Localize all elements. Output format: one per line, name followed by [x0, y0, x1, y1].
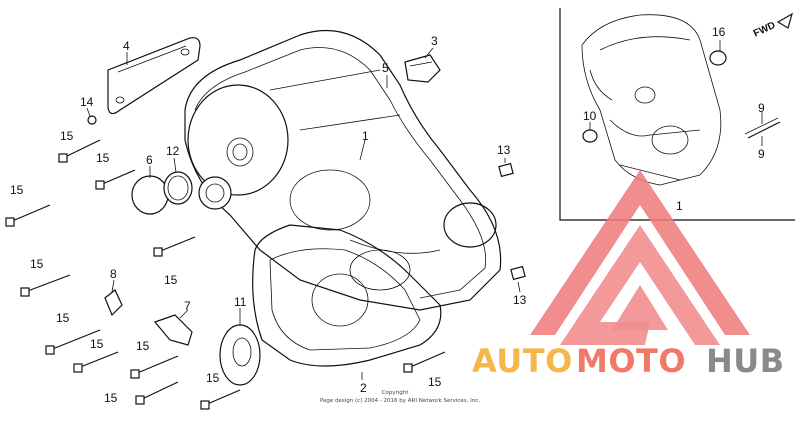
callout-11: 11 [234, 295, 247, 309]
callout-8: 8 [110, 267, 117, 281]
bolts-15 [5, 139, 446, 410]
callout-9-lower: 9 [758, 147, 765, 161]
copyright-line-2: Page design (c) 2004 - 2016 by ARI Netwo… [320, 398, 480, 404]
washer-14 [87, 115, 97, 125]
automotohub-wordmark: AUTO MOTO HUB [472, 342, 785, 380]
callout-6: 6 [146, 153, 153, 167]
bracket-3 [404, 54, 441, 83]
cap-6 [131, 175, 169, 215]
inset-detail [559, 8, 795, 221]
svg-text:AUTO: AUTO [472, 342, 573, 380]
callout-15c: 15 [10, 183, 24, 197]
seal-10 [582, 129, 598, 143]
callout-1: 1 [676, 199, 683, 213]
callout-15k: 15 [428, 375, 442, 389]
callout-9-upper: 9 [758, 101, 765, 115]
automotohub-logo [530, 170, 750, 345]
pin-9 [747, 121, 781, 139]
clip-8 [104, 289, 123, 317]
callout-10: 10 [583, 109, 597, 123]
dowel-13-upper [498, 162, 514, 178]
fwd-arrow: FWD [752, 12, 793, 40]
callout-2: 2 [360, 381, 367, 395]
callout-3: 3 [431, 34, 438, 48]
callout-13-upper: 13 [497, 143, 511, 157]
svg-text:MOTO: MOTO [576, 342, 686, 380]
seal [198, 176, 232, 210]
callout-1-main: 1 [362, 129, 369, 143]
callout-15j: 15 [206, 371, 220, 385]
dowel-13-lower [510, 265, 526, 281]
bracket-7 [153, 314, 193, 346]
callout-15f: 15 [56, 311, 70, 325]
callout-15b: 15 [96, 151, 110, 165]
svg-text:FWD: FWD [752, 20, 777, 40]
callout-12: 12 [166, 144, 180, 158]
callout-15a: 15 [60, 129, 74, 143]
callout-15h: 15 [136, 339, 150, 353]
bushing-16 [709, 50, 727, 66]
svg-text:HUB: HUB [706, 342, 785, 380]
copyright-line-1: Copyright [382, 390, 410, 396]
callout-5: 5 [382, 61, 389, 75]
callout-15d: 15 [30, 257, 44, 271]
callout-15g: 15 [90, 337, 104, 351]
plate-4 [107, 37, 201, 115]
callout-16: 16 [712, 25, 726, 39]
callout-4: 4 [123, 39, 130, 53]
lower-case-2 [252, 224, 442, 367]
callout-13-lower: 13 [513, 293, 527, 307]
leader-lines [86, 40, 763, 380]
cover-case-5 [184, 29, 502, 311]
callout-15e: 15 [164, 273, 178, 287]
plate-11 [219, 324, 261, 386]
callout-labels: 1 1 2 3 4 5 6 7 8 9 9 10 11 12 13 13 14 … [10, 25, 765, 405]
callout-14: 14 [80, 95, 94, 109]
callout-7: 7 [184, 299, 191, 313]
callout-15i: 15 [104, 391, 118, 405]
